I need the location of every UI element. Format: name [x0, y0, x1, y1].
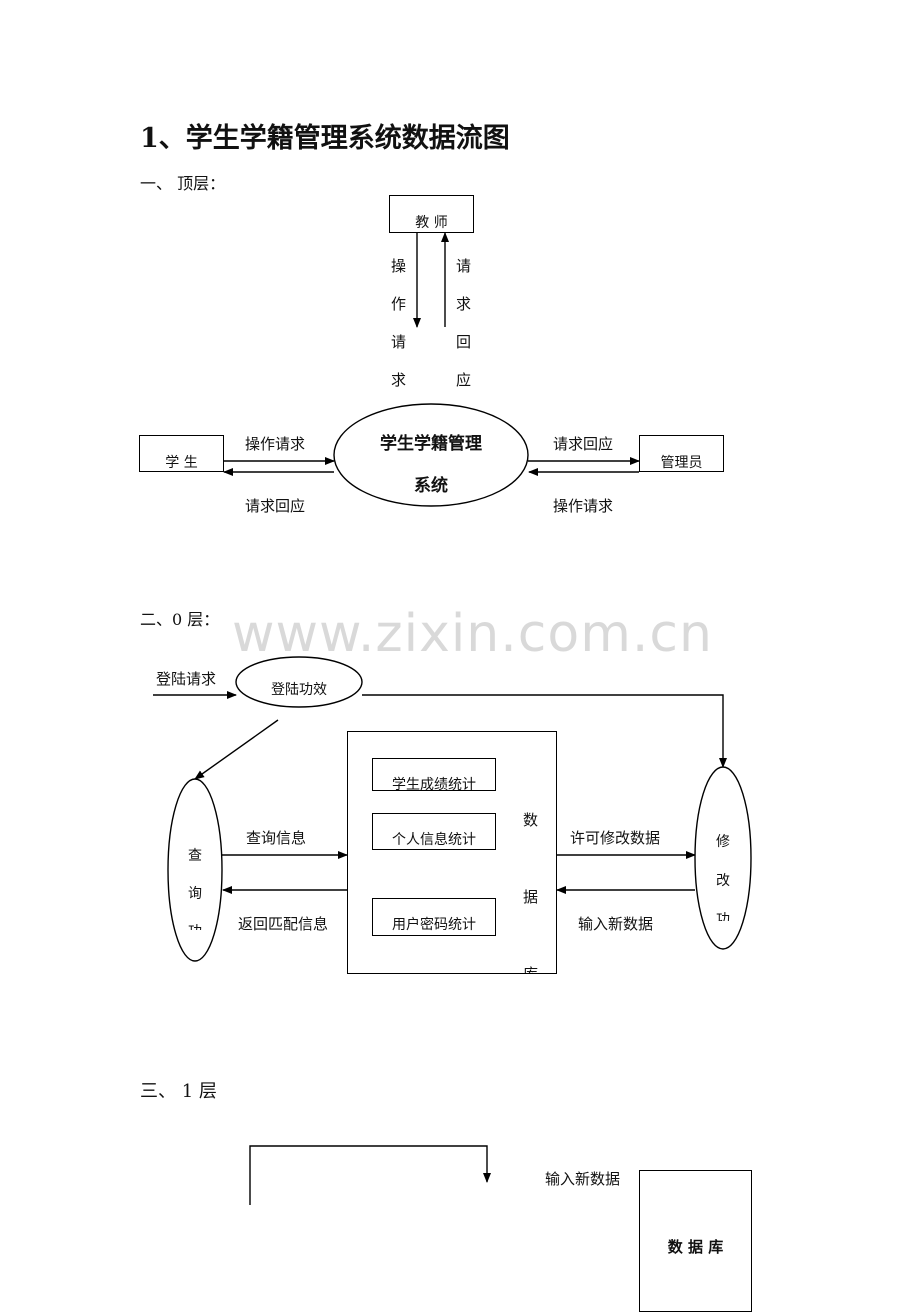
- system-label-line-2: 系统: [414, 476, 448, 496]
- level1-database-store: 数 据 库: [639, 1170, 752, 1312]
- modify-char-3: 功: [716, 912, 730, 921]
- allow-modify-label: 许可修改数据: [570, 829, 661, 847]
- modify-process: [694, 766, 752, 950]
- admin-entity: 管理员: [639, 435, 724, 472]
- teacher-entity: 教 师: [389, 195, 474, 233]
- admin-to-system-label: 操作请求: [553, 497, 614, 515]
- query-char-2: 询: [188, 886, 202, 902]
- teacher-label: 教 师: [415, 215, 448, 231]
- arrow-login-to-query: [194, 719, 279, 780]
- modify-process-text: 修 改 功: [695, 768, 751, 921]
- admin-label: 管理员: [660, 455, 703, 471]
- db-item-password-stats-label: 用户密码统计: [392, 917, 476, 933]
- db-item-score-stats: 学生成绩统计: [372, 758, 496, 791]
- system-label-line-1: 学生学籍管理: [380, 434, 482, 454]
- db-label-char-3: 库: [523, 965, 539, 974]
- teacher-up-char-3: 回: [456, 333, 472, 351]
- db-label-char-1: 数: [523, 811, 539, 829]
- arrow-level1-flow: [249, 1145, 491, 1205]
- level0-heading: 二、0 层：: [140, 610, 220, 629]
- db-label-char-2: 据: [523, 888, 539, 906]
- level1-database-label: 数 据 库: [667, 1238, 724, 1256]
- db-item-password-stats: 用户密码统计: [372, 898, 496, 936]
- query-char-3: 功: [188, 923, 202, 930]
- system-to-admin-label: 请求回应: [553, 435, 614, 453]
- top-level-heading: 一、 顶层：: [140, 174, 226, 193]
- teacher-up-char-2: 求: [456, 295, 472, 313]
- login-process-label: 登陆功效: [271, 682, 327, 698]
- teacher-up-char-1: 请: [456, 257, 472, 275]
- query-process-text: 查 询 功: [168, 780, 222, 930]
- system-to-student-label: 请求回应: [245, 497, 306, 515]
- page-title: 1、学生学籍管理系统数据流图: [140, 123, 510, 154]
- student-entity: 学 生: [139, 435, 224, 472]
- query-char-1: 查: [188, 848, 202, 864]
- db-item-personal-stats: 个人信息统计: [372, 813, 496, 850]
- teacher-up-char-4: 应: [456, 371, 472, 389]
- login-process: [235, 656, 363, 708]
- login-request-label: 登陆请求: [156, 670, 217, 688]
- db-item-personal-stats-label: 个人信息统计: [392, 832, 476, 848]
- level1-heading: 三、 1 层: [140, 1081, 217, 1102]
- system-process: [333, 403, 529, 507]
- modify-char-1: 修: [716, 834, 730, 850]
- teacher-down-char-1: 操: [391, 257, 407, 275]
- query-info-label: 查询信息: [246, 829, 307, 847]
- student-to-system-label: 操作请求: [245, 435, 306, 453]
- watermark: www.zixin.com.cn: [232, 604, 713, 664]
- return-match-label: 返回匹配信息: [238, 915, 329, 933]
- modify-char-2: 改: [716, 873, 730, 889]
- student-label: 学 生: [165, 455, 198, 471]
- query-process: [167, 778, 223, 962]
- arrow-login-to-modify: [362, 694, 727, 768]
- level1-input-new-label: 输入新数据: [545, 1170, 621, 1188]
- db-item-score-stats-label: 学生成绩统计: [392, 777, 476, 791]
- teacher-down-char-3: 请: [391, 333, 407, 351]
- database-store: 学生成绩统计 个人信息统计 用户密码统计 数 据 库: [347, 731, 557, 974]
- teacher-down-char-2: 作: [391, 295, 407, 313]
- input-new-label: 输入新数据: [578, 915, 654, 933]
- teacher-down-char-4: 求: [391, 371, 407, 389]
